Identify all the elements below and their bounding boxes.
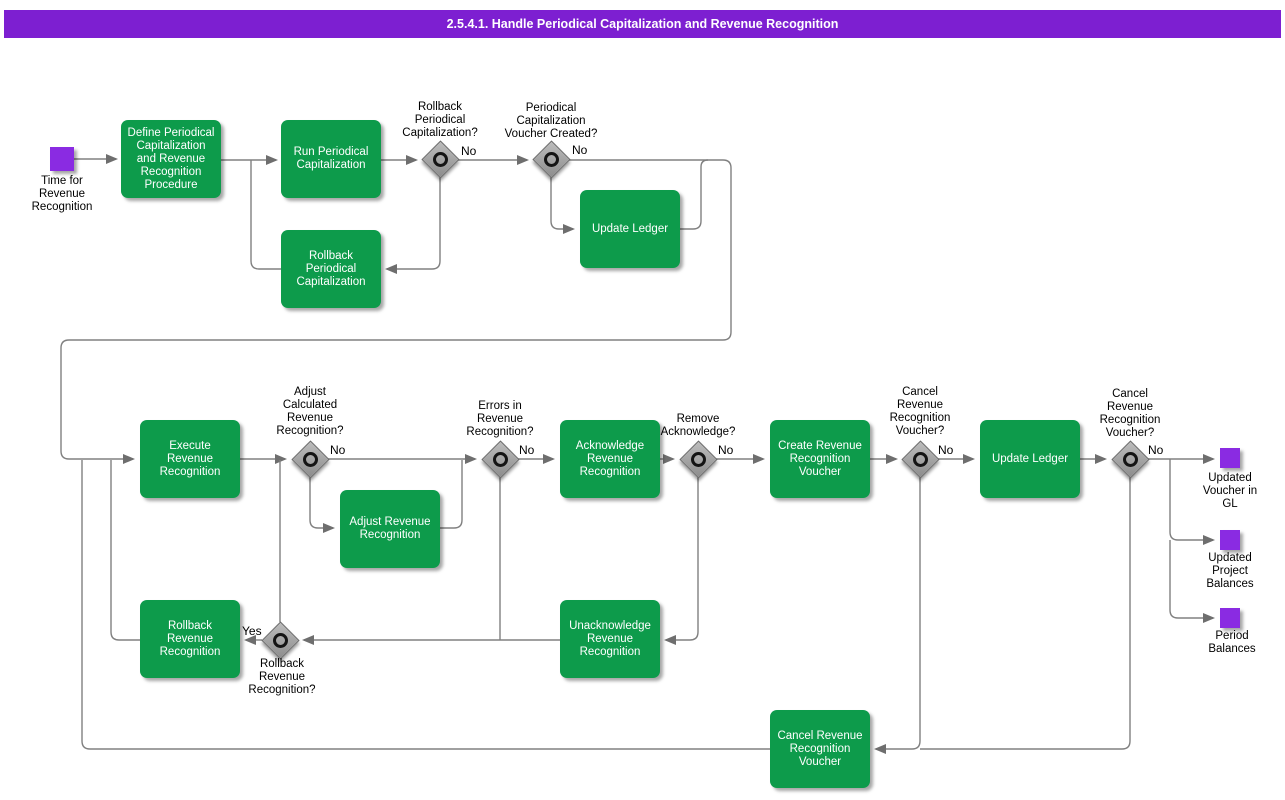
gateway-rollback-pc-label: Rollback Periodical Capitalization? bbox=[402, 101, 478, 139]
flow-voucherq-yes bbox=[550, 177, 575, 234]
flow-removeq-yes bbox=[664, 477, 699, 645]
diagram-title: 2.5.4.1. Handle Periodical Capitalizatio… bbox=[4, 10, 1281, 38]
end-event-period-balances[interactable] bbox=[1220, 608, 1240, 628]
gateway-rollback-rr-label: Rollback Revenue Recognition? bbox=[248, 658, 316, 696]
task-execute-revenue-recognition[interactable]: Execute Revenue Recognition bbox=[140, 420, 240, 498]
branch-label-no-5: No bbox=[718, 443, 734, 457]
task-create-revenue-recognition-voucher[interactable]: Create Revenue Recognition Voucher bbox=[770, 420, 870, 498]
gateway-errors-label: Errors in Revenue Recognition? bbox=[466, 400, 534, 438]
flow-voucherq-no-long bbox=[60, 159, 732, 464]
flow-cancelq1-yes bbox=[874, 477, 921, 754]
gateway-adjust-calculated-revenue[interactable] bbox=[291, 440, 330, 479]
branch-label-no-2: No bbox=[572, 143, 588, 157]
gateway-rollback-revenue-recognition[interactable] bbox=[261, 621, 300, 660]
flow-updateledger1-return bbox=[680, 159, 709, 230]
branch-label-no-4: No bbox=[519, 443, 535, 457]
branch-label-no-3: No bbox=[330, 443, 346, 457]
task-unacknowledge-revenue-recognition[interactable]: Unacknowledge Revenue Recognition bbox=[560, 600, 660, 678]
branch-label-yes-1: Yes bbox=[242, 624, 262, 638]
flow-rollbackpcq-yes bbox=[385, 177, 441, 274]
flow-adjustrr-return bbox=[440, 460, 463, 529]
gateway-circle-icon bbox=[1122, 451, 1138, 467]
task-define-periodical-capitalization[interactable]: Define Periodical Capitalization and Rev… bbox=[121, 120, 221, 198]
gateway-cancel-voucher-1-label: Cancel Revenue Recognition Voucher? bbox=[889, 386, 951, 437]
branch-label-no-6: No bbox=[938, 443, 954, 457]
flow-branch-to-period-balances bbox=[1169, 540, 1215, 623]
gateway-cancel-voucher-1[interactable] bbox=[901, 440, 940, 479]
task-run-periodical-capitalization[interactable]: Run Periodical Capitalization bbox=[281, 120, 381, 198]
gateway-errors-in-revenue[interactable] bbox=[481, 440, 520, 479]
gateway-remove-acknowledge[interactable] bbox=[679, 440, 718, 479]
end-event-period-balances-label: Period Balances bbox=[1208, 630, 1256, 655]
flow-adjustq-yes bbox=[309, 477, 335, 533]
task-rollback-periodical-capitalization[interactable]: Rollback Periodical Capitalization bbox=[281, 230, 381, 308]
task-rollback-revenue-recognition[interactable]: Rollback Revenue Recognition bbox=[140, 600, 240, 678]
gateway-periodical-voucher-created[interactable] bbox=[532, 140, 571, 179]
gateway-circle-icon bbox=[492, 451, 508, 467]
gateway-voucher-created-label: Periodical Capitalization Voucher Create… bbox=[504, 102, 598, 140]
gateway-rollback-periodical-capitalization[interactable] bbox=[421, 140, 460, 179]
gateway-cancel-voucher-2-label: Cancel Revenue Recognition Voucher? bbox=[1099, 388, 1161, 439]
flow-rollbackpc-return bbox=[250, 160, 281, 270]
task-adjust-revenue-recognition[interactable]: Adjust Revenue Recognition bbox=[340, 490, 440, 568]
gateway-circle-icon bbox=[272, 632, 288, 648]
flow-cancelvoucher-return bbox=[81, 460, 770, 750]
start-event-label: Time for Revenue Recognition bbox=[31, 175, 93, 213]
end-event-updated-voucher-gl[interactable] bbox=[1220, 448, 1240, 468]
gateway-remove-ack-label: Remove Acknowledge? bbox=[660, 413, 736, 438]
end-event-updated-project-balances[interactable] bbox=[1220, 530, 1240, 550]
end-event-updated-project-balances-label: Updated Project Balances bbox=[1206, 552, 1254, 590]
gateway-cancel-voucher-2[interactable] bbox=[1111, 440, 1150, 479]
branch-label-no-1: No bbox=[461, 144, 477, 158]
task-update-ledger-2[interactable]: Update Ledger bbox=[980, 420, 1080, 498]
task-cancel-revenue-recognition-voucher[interactable]: Cancel Revenue Recognition Voucher bbox=[770, 710, 870, 788]
flow-rollbackrr-return bbox=[110, 460, 140, 641]
task-acknowledge-revenue-recognition[interactable]: Acknowledge Revenue Recognition bbox=[560, 420, 660, 498]
gateway-circle-icon bbox=[302, 451, 318, 467]
gateway-circle-icon bbox=[690, 451, 706, 467]
task-update-ledger-1[interactable]: Update Ledger bbox=[580, 190, 680, 268]
flow-cancelq2-yes bbox=[920, 477, 1131, 750]
gateway-circle-icon bbox=[912, 451, 928, 467]
gateway-circle-icon bbox=[432, 151, 448, 167]
end-event-updated-voucher-gl-label: Updated Voucher in GL bbox=[1202, 472, 1258, 510]
gateway-circle-icon bbox=[543, 151, 559, 167]
gateway-adjust-label: Adjust Calculated Revenue Recognition? bbox=[276, 386, 344, 437]
flow-branch-to-project-balances bbox=[1169, 459, 1215, 545]
branch-label-no-7: No bbox=[1148, 443, 1164, 457]
start-event-time-for-revenue-recognition[interactable] bbox=[50, 147, 74, 171]
